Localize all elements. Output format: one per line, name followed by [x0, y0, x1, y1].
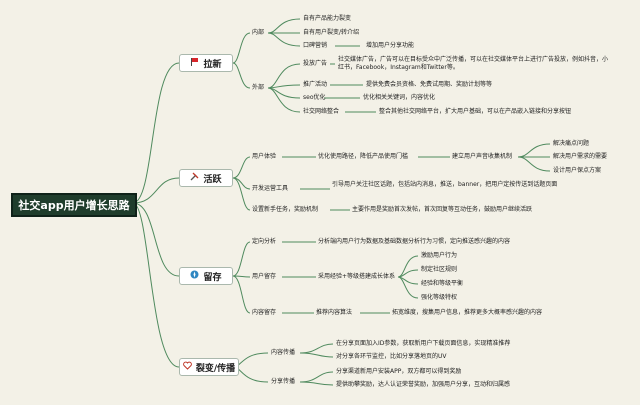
branch-virality[interactable]: 裂变/传播: [179, 358, 239, 376]
compass-icon: [190, 270, 199, 282]
node-item[interactable]: 强化等级特权: [421, 294, 458, 301]
node-user-retention[interactable]: 用户留存: [252, 273, 277, 280]
node-item[interactable]: 激励用户行为: [421, 252, 458, 259]
branch-label: 拉新: [203, 59, 222, 70]
node-newbie-tasks[interactable]: 设置新手任务，奖励机制: [252, 206, 319, 213]
node-item[interactable]: 社交网络整合: [303, 108, 340, 115]
node-note[interactable]: 增加用户分享功能: [366, 42, 415, 49]
node-desc[interactable]: 社交媒体广告，广告可以在目标受众中广泛传播，可以在社交媒体平台上进行广告投放，例…: [338, 56, 609, 71]
node-step[interactable]: 建立用户声音收集机制: [452, 153, 513, 160]
tools-icon: [190, 172, 199, 184]
node-step[interactable]: 采用经验+等级搭建成长体系: [318, 273, 396, 280]
node-item[interactable]: 解决痛点问题: [553, 140, 590, 147]
node-item[interactable]: 对分享各环节监控，比如分享落地页的UV: [336, 353, 447, 360]
node-desc[interactable]: 提供免费会员资格、免费试用期、奖励计划等等: [366, 81, 493, 88]
node-desc[interactable]: 分析端内用户行为数据及基础数据分析行为习惯，定向推送感兴趣的内容: [318, 238, 511, 245]
node-item[interactable]: 设计用户保点方案: [553, 167, 602, 174]
root-node[interactable]: 社交app用户增长思路: [11, 193, 137, 217]
node-ops-tools[interactable]: 开发运营工具: [252, 185, 289, 192]
node-item[interactable]: 在分享页面加入ID参数，获取新用户下载页面信息，实现精准推荐: [336, 340, 511, 347]
node-item[interactable]: 自有用户裂变/转介绍: [303, 29, 360, 36]
node-item[interactable]: 解决用户需求的需要: [553, 153, 608, 160]
node-item[interactable]: 经验和等级平衡: [421, 280, 464, 287]
node-desc[interactable]: 引导用户关注社区话题，包括站内消息，推送，banner，把用户定按传送到话题页面: [332, 181, 558, 188]
node-item[interactable]: 推广活动: [303, 81, 328, 88]
node-desc[interactable]: 优化相关关键词，内容优化: [363, 94, 436, 101]
node-share-spread[interactable]: 分享传播: [271, 378, 296, 385]
node-step[interactable]: 优化使用路径，降低产品使用门槛: [318, 153, 409, 160]
node-content-spread[interactable]: 内容传播: [271, 349, 296, 356]
branch-label: 留存: [203, 272, 222, 283]
node-item[interactable]: 自有产品能力裂变: [303, 15, 352, 22]
node-item[interactable]: 制定社区规则: [421, 266, 458, 273]
node-ux[interactable]: 用户体验: [252, 153, 277, 160]
branch-acquisition[interactable]: 拉新: [179, 54, 233, 72]
node-desc[interactable]: 拓宽维度，搜集用户信息，推荐更多大概率感兴趣的内容: [392, 309, 543, 316]
branch-label: 活跃: [203, 174, 222, 185]
node-desc[interactable]: 整合其他社交网络平台，扩大用户基础，可以在产品嵌入链接和分享按钮: [379, 108, 572, 115]
node-external[interactable]: 外部: [252, 84, 265, 91]
node-item[interactable]: 分享渠道新用户安装APP，双方都可以得到奖励: [336, 368, 462, 375]
node-item[interactable]: 口碑营销: [303, 42, 328, 49]
node-item[interactable]: 投放广告: [303, 60, 328, 67]
heart-icon: [182, 361, 192, 373]
node-item[interactable]: 提供助攀奖励，达人认证荣誉奖励，加强用户分享，互动和归属感: [336, 381, 511, 388]
node-targeted-analysis[interactable]: 定向分析: [252, 238, 277, 245]
branch-retention[interactable]: 留存: [179, 267, 233, 285]
branch-activation[interactable]: 活跃: [179, 169, 233, 187]
node-step[interactable]: 推荐内容算法: [316, 309, 353, 316]
node-item[interactable]: seo优化: [303, 94, 326, 101]
red-flag-icon: [190, 57, 199, 69]
branch-label: 裂变/传播: [195, 363, 236, 374]
node-content-retention[interactable]: 内容留存: [252, 309, 277, 316]
node-desc[interactable]: 主要作用是奖励首次发帖，首次回复等互动任务，鼓励用户继续活跃: [352, 206, 533, 213]
node-internal[interactable]: 内部: [252, 29, 265, 36]
